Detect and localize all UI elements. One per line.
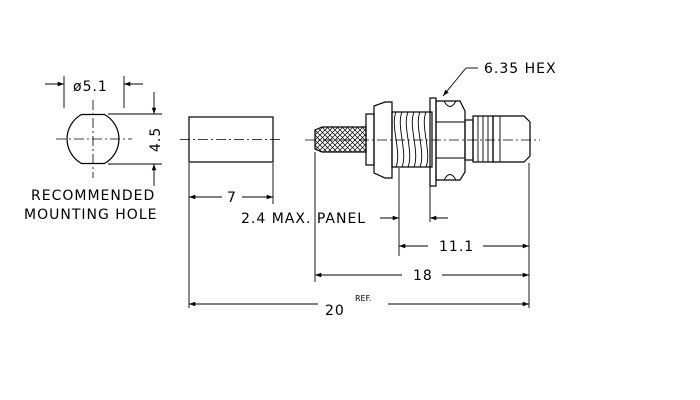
connector-body (305, 97, 540, 187)
dimension-20-ref: 20 REF. (189, 294, 529, 319)
dim-20-ref-label: REF. (355, 294, 371, 303)
dim-hex-label: 6.35 HEX (484, 61, 557, 77)
dimension-18: 18 (314, 152, 529, 284)
dim-panel-label: 2.4 MAX. PANEL (241, 211, 366, 227)
panel-dimension: 2.4 MAX. PANEL (241, 168, 448, 256)
dim-diameter-label: ø5.1 (73, 79, 108, 95)
dim-flat-label: 4.5 (148, 127, 164, 152)
dim-7-label: 7 (227, 190, 237, 206)
thread-lines (393, 111, 429, 168)
hex-leader: 6.35 HEX (442, 61, 557, 97)
dim-18-label: 18 (413, 268, 433, 284)
flat-dimension: 4.5 (108, 92, 164, 186)
dimension-11-1: 11.1 (399, 163, 530, 308)
dim-11-1-label: 11.1 (439, 239, 474, 255)
crimp-ferrule (180, 116, 280, 163)
mounting-hole (56, 100, 132, 178)
diameter-dimension: ø5.1 (45, 76, 143, 108)
ferrule-length-dimension: 7 (188, 163, 274, 308)
dim-20-label: 20 (325, 303, 345, 319)
hole-note-line1: RECOMMENDED (31, 188, 155, 204)
hole-note-line2: MOUNTING HOLE (24, 207, 157, 223)
